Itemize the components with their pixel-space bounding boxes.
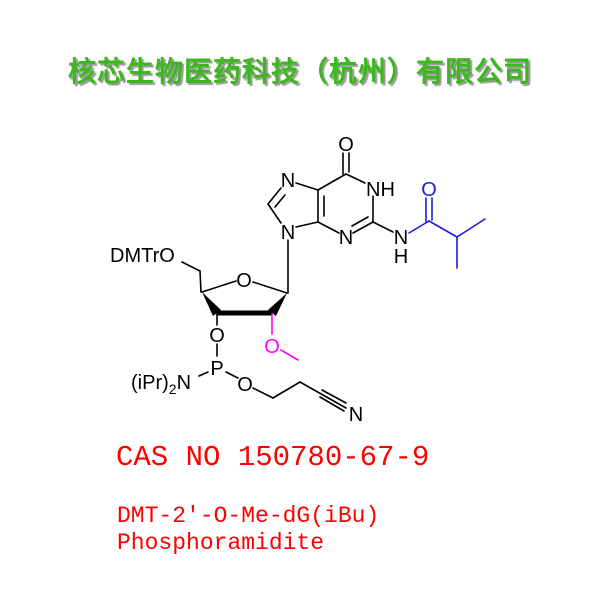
phosphoramidite-group bbox=[198, 371, 347, 412]
atom-n1-h: NH bbox=[366, 179, 395, 201]
atom-nitrile-nitrogen: N bbox=[349, 404, 363, 426]
atom-ring-oxygen: O bbox=[236, 270, 252, 292]
atom-o3-oxygen: O bbox=[209, 325, 225, 347]
guanine-base bbox=[267, 152, 394, 294]
product-name-line2: Phosphoramidite bbox=[117, 530, 325, 556]
atom-phosphorus: P bbox=[210, 358, 223, 380]
isobutyryl-group bbox=[408, 197, 486, 269]
product-name-line1: DMT-2'-O-Me-dG(iBu) bbox=[117, 503, 380, 529]
wedge-bond-c1-c2 bbox=[268, 293, 287, 316]
atom-methoxy-oxygen: O bbox=[264, 336, 280, 358]
wedge-bond-c4-c3 bbox=[202, 292, 221, 316]
atom-carbonyl-oxygen: O bbox=[338, 134, 354, 156]
atom-n9: N bbox=[281, 222, 295, 244]
atom-amide-hydrogen: H bbox=[394, 246, 408, 268]
atom-ester-oxygen: O bbox=[237, 374, 253, 396]
atom-n7: N bbox=[281, 170, 295, 192]
diisopropylamino-label: (iPr)2N bbox=[131, 372, 191, 397]
ribose-ring bbox=[181, 261, 288, 357]
company-title: 核芯生物医药科技（杭州）有限公司 bbox=[67, 55, 532, 88]
atom-amide-nitrogen: N bbox=[394, 227, 408, 249]
cas-number: CAS NO 150780-67-9 bbox=[116, 441, 430, 474]
methoxy-group bbox=[271, 313, 299, 361]
dmtr-protecting-group: DMTrO bbox=[110, 245, 175, 267]
atom-n3: N bbox=[339, 227, 353, 249]
atom-isobutyryl-oxygen: O bbox=[421, 179, 437, 201]
